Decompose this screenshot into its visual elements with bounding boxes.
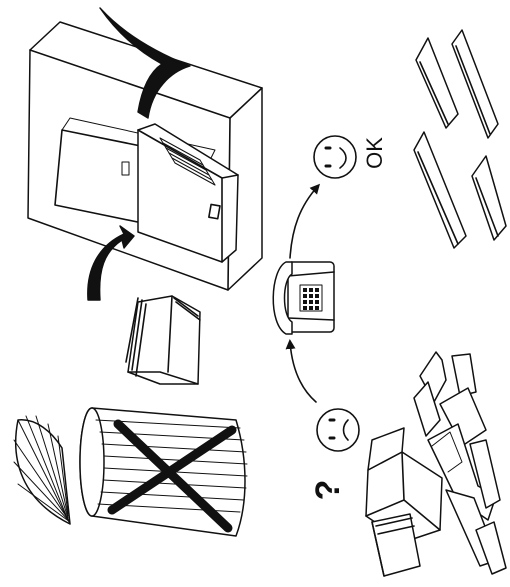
filing-cabinet-icon	[27, 21, 263, 291]
trash-lid-icon	[13, 415, 71, 525]
arrow-to-happy-face	[289, 183, 321, 259]
happy-face-icon	[313, 135, 357, 179]
ok-label: OK	[362, 137, 387, 169]
arrow-to-telephone	[285, 339, 317, 403]
boomerang-icon	[99, 7, 191, 119]
telephone-icon	[272, 261, 335, 335]
organized-papers-icon	[413, 29, 507, 249]
curved-arrow-icon	[87, 225, 135, 301]
scattered-papers-icon	[413, 351, 507, 575]
question-mark-label: ?	[309, 480, 347, 501]
open-binder-icon	[125, 295, 201, 385]
sad-face-icon	[316, 408, 360, 452]
open-book-icon	[371, 513, 421, 577]
trash-can-crossed-icon	[79, 407, 248, 537]
